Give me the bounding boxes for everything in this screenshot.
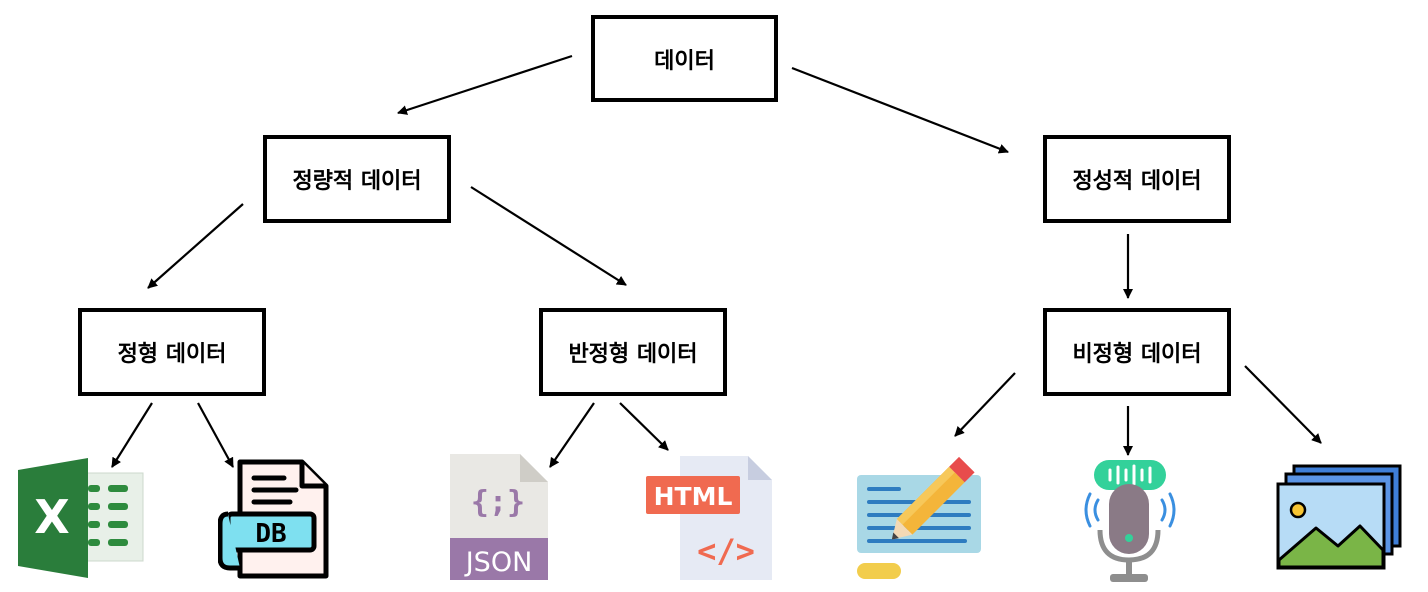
pencil-document-icon — [857, 456, 981, 579]
arrow-root-to-quantitative — [397, 54, 573, 115]
json-braces: {;} — [471, 485, 525, 520]
html-code-symbol: </> — [697, 532, 755, 570]
html-file-icon: HTML </> — [646, 456, 772, 580]
db-file-icon: DB — [218, 459, 329, 579]
arrow-semi-to-html — [619, 402, 669, 451]
html-label: HTML — [654, 482, 733, 511]
arrow-structured-to-excel — [111, 402, 153, 468]
node-semi-structured: 반정형 데이터 — [539, 308, 727, 396]
node-unstructured: 비정형 데이터 — [1043, 308, 1231, 396]
arrow-quant-to-structured — [147, 203, 244, 289]
image-gallery-icon — [1276, 464, 1402, 570]
db-label: DB — [255, 519, 286, 549]
node-quantitative: 정량적 데이터 — [263, 135, 451, 223]
arrow-semi-to-json — [549, 402, 595, 468]
node-root: 데이터 — [591, 15, 778, 102]
arrow-unstructured-to-text — [954, 372, 1016, 437]
arrow-structured-to-db — [197, 402, 234, 468]
microphone-icon — [1084, 460, 1176, 582]
excel-icon: X — [18, 458, 144, 578]
node-structured: 정형 데이터 — [78, 308, 266, 396]
excel-letter: X — [34, 490, 69, 544]
arrow-quant-to-semistructured — [470, 186, 627, 286]
arrow-root-to-qualitative — [791, 66, 1009, 154]
json-file-icon: {;} JSON — [450, 454, 548, 580]
node-qualitative: 정성적 데이터 — [1043, 135, 1231, 223]
json-label: JSON — [464, 547, 533, 578]
arrow-unstructured-to-image — [1244, 365, 1322, 444]
